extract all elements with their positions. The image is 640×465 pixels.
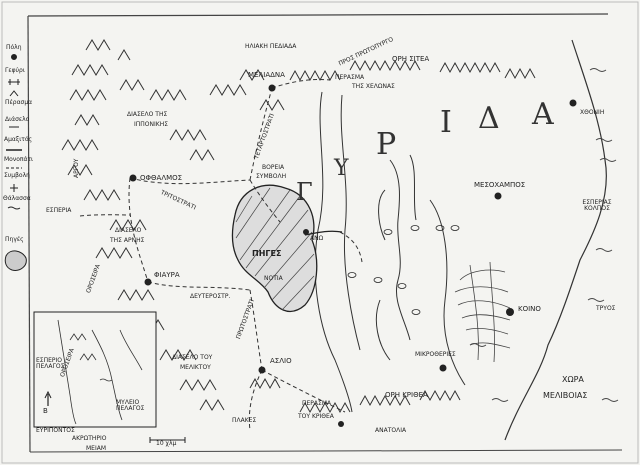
town-koino	[506, 308, 514, 316]
label-arnis: ΤΗΣ ΑΡΝΗΣ	[110, 237, 145, 244]
label-diaselo-3: ΔΙΑΣΕΛΟ ΤΟΥ	[172, 354, 213, 361]
legend-symbols	[4, 54, 27, 271]
label-esperias-kolpos: ΕΣΠΕΡΙΑΣ ΚΟΛΠΟΣ	[582, 199, 612, 212]
label-melivoias: ΜΕΛΙΒΟΙΑΣ	[543, 391, 588, 400]
label-defterostrati: ΔΕΥΤΕΡΟΣΤΡ.	[190, 293, 231, 300]
label-argou: ΑΡΓΟΥ	[73, 158, 80, 178]
label-perasma-2: ΠΕΡΑΣΜΑ	[302, 400, 332, 407]
towns	[129, 84, 577, 427]
label-anatolia: ΑΝΑΤΟΛΙΑ	[375, 427, 407, 434]
pigés-lake	[231, 184, 318, 312]
town-mikrotheri	[439, 364, 447, 372]
town-pigés-ano	[303, 229, 309, 235]
label-hora: ΧΩΡΑ	[562, 375, 584, 384]
label-aslio: ΑΣΛΙΟ	[270, 357, 292, 365]
scale-label: 10 χλμ	[156, 440, 177, 447]
label-ofthalmos: ΟΦΘΑΛΜΟΣ	[140, 174, 183, 182]
inset-mylio: ΜΥΛΕΙΟ ΠΕΛΑΓΟΣ	[116, 399, 145, 412]
main-road	[304, 230, 343, 236]
label-ori-siteia: ΟΡΗ ΣΙΤΕΑ	[392, 55, 430, 63]
legend-springs: Πηγές	[5, 236, 24, 243]
inset-west-pelagos: ΕΣΠΕΡΙΟ ΠΕΛΑΓΟΣ	[36, 357, 65, 370]
label-iponikis: ΙΠΠΟΝΙΚΗΣ	[134, 121, 169, 128]
label-symvoli: ΣΥΜΒΟΛΗ	[256, 173, 287, 180]
lake-hatching	[235, 187, 315, 311]
town-meliadna	[268, 84, 276, 92]
label-mikrotheri: ΜΙΚΡΟΘΕΡΙΕΣ	[415, 351, 456, 358]
southern-mountains	[249, 377, 461, 414]
label-koino: ΚΟΙΝΟ	[518, 305, 541, 313]
label-fiavra: ΦΙΑΥΡΑ	[154, 271, 180, 279]
inset-evripontos: ΕΥΡΙΠΟΝΤΟΣ	[36, 427, 75, 434]
town-aslio	[258, 366, 266, 374]
region-letter-4: Α	[532, 97, 554, 132]
legend-road: Αμαξιτός	[4, 136, 33, 143]
label-esperia: ΕΣΠΕΡΙΑ	[46, 207, 72, 214]
legend-sea: Θάλασσα	[3, 195, 31, 202]
label-kritea: ΤΟΥ ΚΡΙΘΕΑ	[298, 413, 334, 420]
region-letter-1: Ρ	[376, 127, 397, 162]
map-frame-left	[27, 15, 31, 453]
label-plakes: ΠΛΑΚΕΣ	[232, 417, 257, 424]
label-akrotirio: ΑΚΡΩΤΗΡΙΟ	[72, 435, 107, 442]
label-xelonas: ΤΗΣ ΧΕΛΩΝΑΣ	[352, 83, 395, 90]
koino-river-basin	[454, 261, 511, 363]
town-fiavra	[144, 278, 152, 286]
legend-junction: Συμβολή	[4, 172, 30, 179]
sea-waves-east	[469, 68, 619, 402]
label-ilaki: ΗΛΙΑΚΗ ΠΕΔΙΑΔΑ	[245, 43, 297, 50]
footpaths	[79, 79, 363, 431]
scale-bar	[149, 437, 186, 443]
east-coastline	[504, 39, 607, 441]
region-letter-3: Δ	[478, 101, 500, 136]
town-plakes	[338, 421, 344, 427]
legend-pass: Πέρασμα	[5, 99, 33, 106]
label-meliadna: ΜΕΛΙΑΔΝΑ	[248, 71, 285, 79]
region-letter-6: Γ	[296, 178, 313, 206]
region-letter-5: Υ	[334, 156, 349, 181]
inset-frame	[33, 311, 157, 428]
label-meliktou: ΜΕΛΙΚΤΟΥ	[180, 364, 211, 371]
town-mesohampos	[494, 192, 502, 200]
legend-path: Μονοπάτι	[4, 156, 34, 163]
label-tryos: ΤΡΥΟΣ	[596, 305, 616, 312]
label-ano: ΑΝΩ	[310, 235, 324, 242]
label-voreia: ΒΟΡΕΙΑ	[262, 164, 285, 171]
label-meiam: ΜΕΙΑΜ	[86, 445, 107, 452]
northern-mountains	[289, 59, 536, 82]
inset-north-arrow-label: Β	[43, 407, 48, 415]
inset-coastlines	[57, 319, 143, 425]
label-diaselo-1: ΔΙΑΣΕΛΟ ΤΗΣ	[127, 111, 168, 118]
label-notia: ΝΟΤΙΑ	[264, 275, 283, 282]
region-letter-2: Ι	[440, 105, 452, 140]
legend-saddle: Διάσελο	[5, 116, 30, 123]
map-frame-bottom	[29, 449, 623, 453]
legend-town: Πόλη	[6, 44, 22, 51]
label-mesohampos: ΜΕΣΟΧΑΜΠΟΣ	[474, 181, 526, 189]
label-ori-kritea: ΟΡΗ ΚΡΙΘΕΑ	[385, 391, 428, 399]
legend-bridge: Γεφύρι	[5, 67, 25, 74]
map-frame-top	[27, 13, 609, 17]
label-perasma-1: ΠΕΡΑΣΜΑ	[335, 74, 365, 81]
town-hthonia	[569, 99, 577, 107]
town-ofthalmos	[129, 174, 137, 182]
label-diaselo-2: ΔΙΑΣΕΛΟ	[115, 227, 142, 234]
label-hthonia: ΧΘΟΝΙΗ	[580, 109, 605, 116]
label-pigés: ΠΗΓΕΣ	[252, 249, 282, 258]
marsh-markers	[347, 225, 460, 315]
